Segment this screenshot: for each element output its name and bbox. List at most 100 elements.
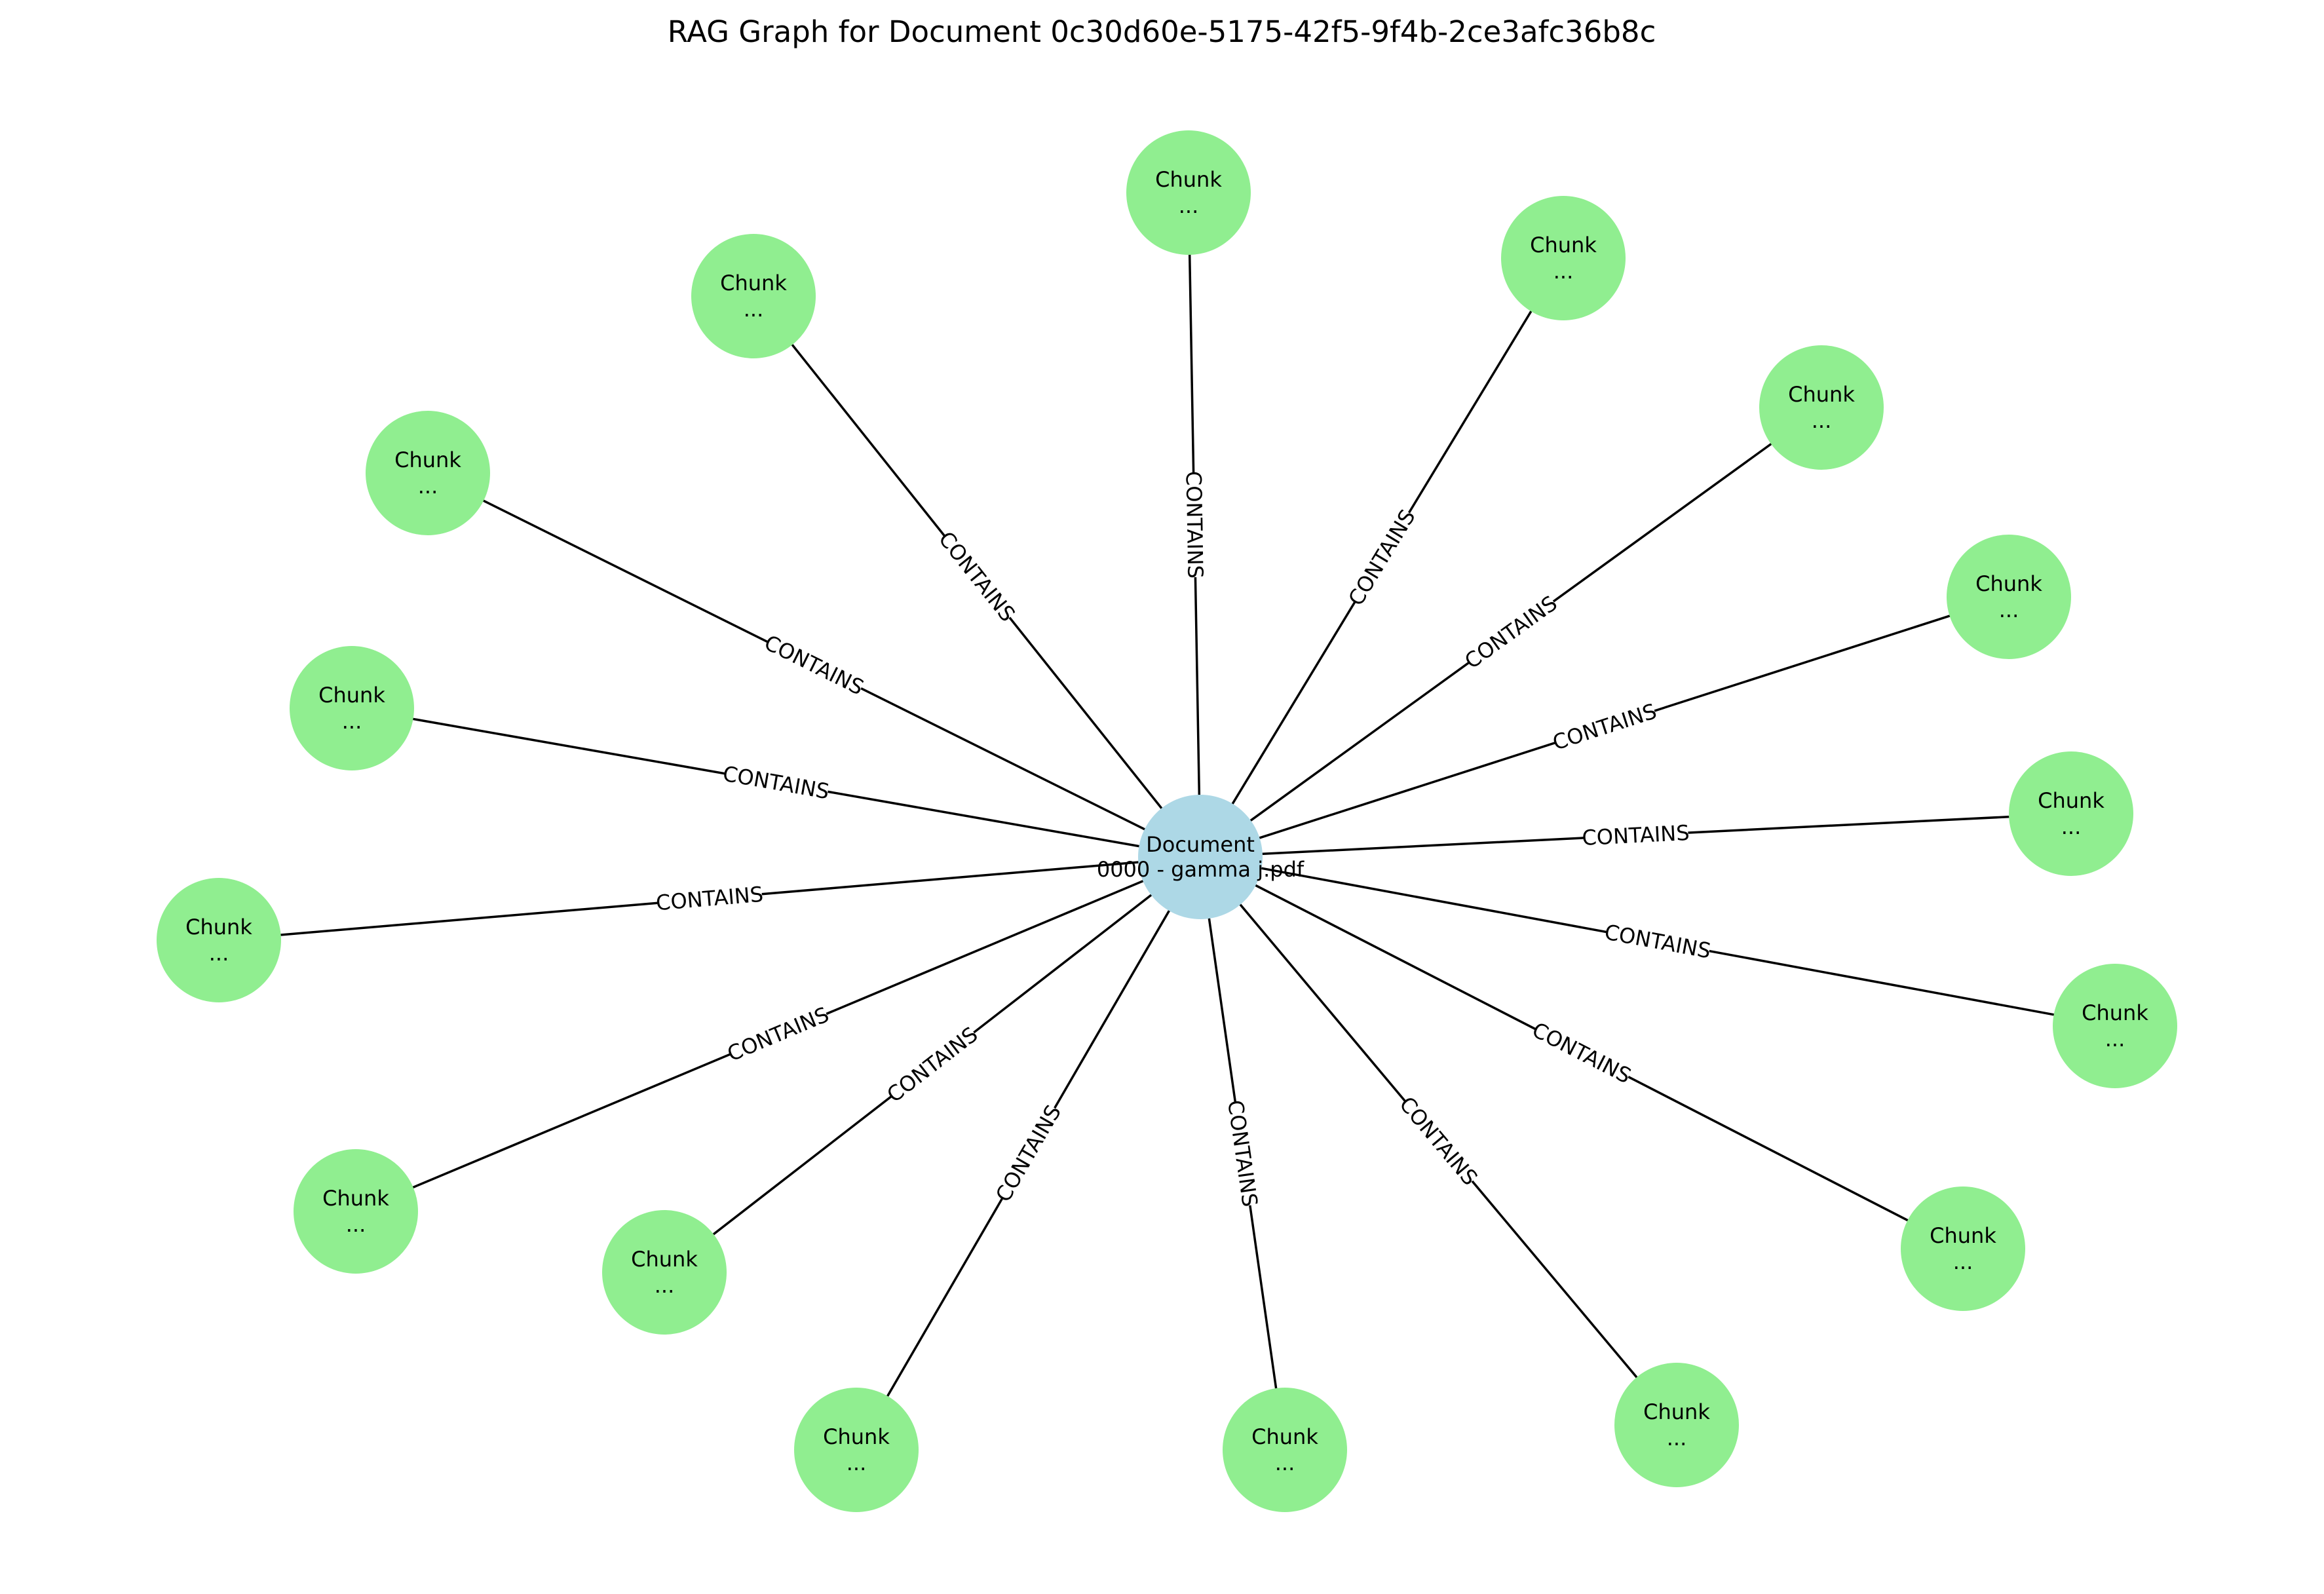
chunk-node-label: Chunk [318,683,385,708]
edge-label: CONTAINS [723,1002,832,1067]
edge-label-background [656,881,763,917]
document-node-filename: 0000 - gamma j.pdf [1097,857,1305,882]
edge-label-group: CONTAINS [1222,1099,1263,1209]
nodes-layer: Chunk...Chunk...Chunk...Chunk...Chunk...… [157,130,2177,1512]
chunk-node-label: Chunk [2038,788,2105,813]
edge-label-group: CONTAINS [721,760,831,805]
edge-label-background [722,760,830,805]
chunk-node-sublabel: ... [1953,1249,1973,1274]
chunk-node[interactable] [691,234,816,358]
chunk-node-sublabel: ... [1553,259,1574,284]
chunk-node-sublabel: ... [209,941,229,966]
edge-label: CONTAINS [1394,1091,1483,1190]
edge-label-group: CONTAINS [1550,698,1660,756]
chunk-node-label: Chunk [823,1424,890,1449]
edge-label: CONTAINS [1223,1099,1263,1209]
document-node-label: Document [1146,832,1255,857]
edge-label-background [761,630,867,700]
chunk-node-sublabel: ... [847,1451,867,1475]
edge-label: CONTAINS [761,630,868,700]
edge-label-background [991,1101,1066,1205]
edge-label-background [1460,590,1561,674]
chunk-node[interactable] [1223,1388,1347,1512]
chunk-node-label: Chunk [185,915,252,939]
document-node[interactable] [1138,795,1263,919]
edge-label-group: CONTAINS [1528,1017,1635,1089]
edge-label-background [1222,1099,1263,1207]
edge-label-group: CONTAINS [1582,820,1690,851]
chunk-node-sublabel: ... [1812,408,1832,433]
edge-label: CONTAINS [655,882,765,916]
chunk-node-label: Chunk [2082,1000,2148,1025]
edge-label-group: CONTAINS [934,527,1020,626]
chunk-node[interactable] [2053,964,2177,1088]
chunk-node[interactable] [1501,196,1626,320]
chunk-node-label: Chunk [1155,167,1222,192]
chunk-node-label: Chunk [1788,382,1855,407]
chunk-node-sublabel: ... [342,709,362,734]
chunk-node-sublabel: ... [1275,1451,1295,1475]
chunk-node[interactable] [366,411,490,535]
chunk-node[interactable] [1947,535,2071,659]
edge-label-background [1603,919,1712,964]
edge-label-background [1529,1017,1635,1089]
chunk-node[interactable] [2009,751,2133,876]
chunk-node-sublabel: ... [2105,1027,2125,1052]
chunk-node[interactable] [1901,1186,2025,1311]
edge-label-group: CONTAINS [1343,505,1420,610]
edge-label-background [1343,506,1420,609]
edge-label-background [1180,472,1209,578]
edge-label: CONTAINS [1181,471,1208,579]
chunk-node-sublabel: ... [2061,814,2082,839]
edge-label: CONTAINS [991,1101,1066,1206]
chunk-node-label: Chunk [1251,1424,1318,1449]
chunk-node-sublabel: ... [655,1273,675,1298]
chunk-node-label: Chunk [1975,571,2042,596]
chunk-node-label: Chunk [720,271,787,295]
chunk-node-label: Chunk [1643,1399,1710,1424]
chunk-node[interactable] [290,646,414,770]
edge-label-group: CONTAINS [761,630,868,700]
edge-label-group: CONTAINS [655,881,765,917]
edge-label: CONTAINS [1343,505,1420,610]
edge-label-background [934,527,1020,626]
chunk-node-label: Chunk [1930,1223,1996,1248]
chunk-node-sublabel: ... [1999,598,2019,622]
edge-label-group: CONTAINS [1460,590,1561,674]
edge-label-background [1394,1092,1483,1190]
chunk-node-sublabel: ... [346,1212,366,1237]
chunk-node[interactable] [602,1210,727,1335]
edge-label: CONTAINS [1582,820,1690,850]
chunk-node-sublabel: ... [1667,1426,1687,1451]
chunk-node[interactable] [1614,1363,1739,1487]
chunk-node-label: Chunk [394,447,461,472]
chunk-node-sublabel: ... [1179,193,1199,218]
chunk-node[interactable] [1126,130,1251,255]
edge-label: CONTAINS [1603,919,1713,963]
chunk-node[interactable] [794,1388,919,1512]
chunk-node-sublabel: ... [744,297,764,322]
chunk-node-sublabel: ... [418,474,438,499]
chunk-node-label: Chunk [1530,233,1597,257]
edge-label-group: CONTAINS [1603,919,1713,964]
edge-label-group: CONTAINS [723,1002,833,1067]
chunk-node[interactable] [157,878,281,1002]
chunk-node-label: Chunk [322,1186,389,1211]
edge-label: CONTAINS [721,761,831,805]
edge-label-background [883,1022,982,1107]
chunk-node-label: Chunk [631,1247,698,1272]
edge-label: CONTAINS [1528,1017,1635,1089]
edge-label-group: CONTAINS [991,1101,1066,1206]
chunk-node[interactable] [294,1149,418,1274]
edge-label-group: CONTAINS [1180,471,1209,579]
edge-label-group: CONTAINS [883,1022,983,1108]
chunk-node[interactable] [1759,345,1884,470]
edge-label-background [724,1002,832,1067]
edge-label-background [1582,820,1689,851]
graph-title: RAG Graph for Document 0c30d60e-5175-42f… [668,14,1656,49]
edge-label: CONTAINS [1550,698,1660,755]
edge-label-group: CONTAINS [1394,1091,1483,1190]
edge-label: CONTAINS [934,527,1020,626]
edge-label: CONTAINS [883,1022,983,1108]
